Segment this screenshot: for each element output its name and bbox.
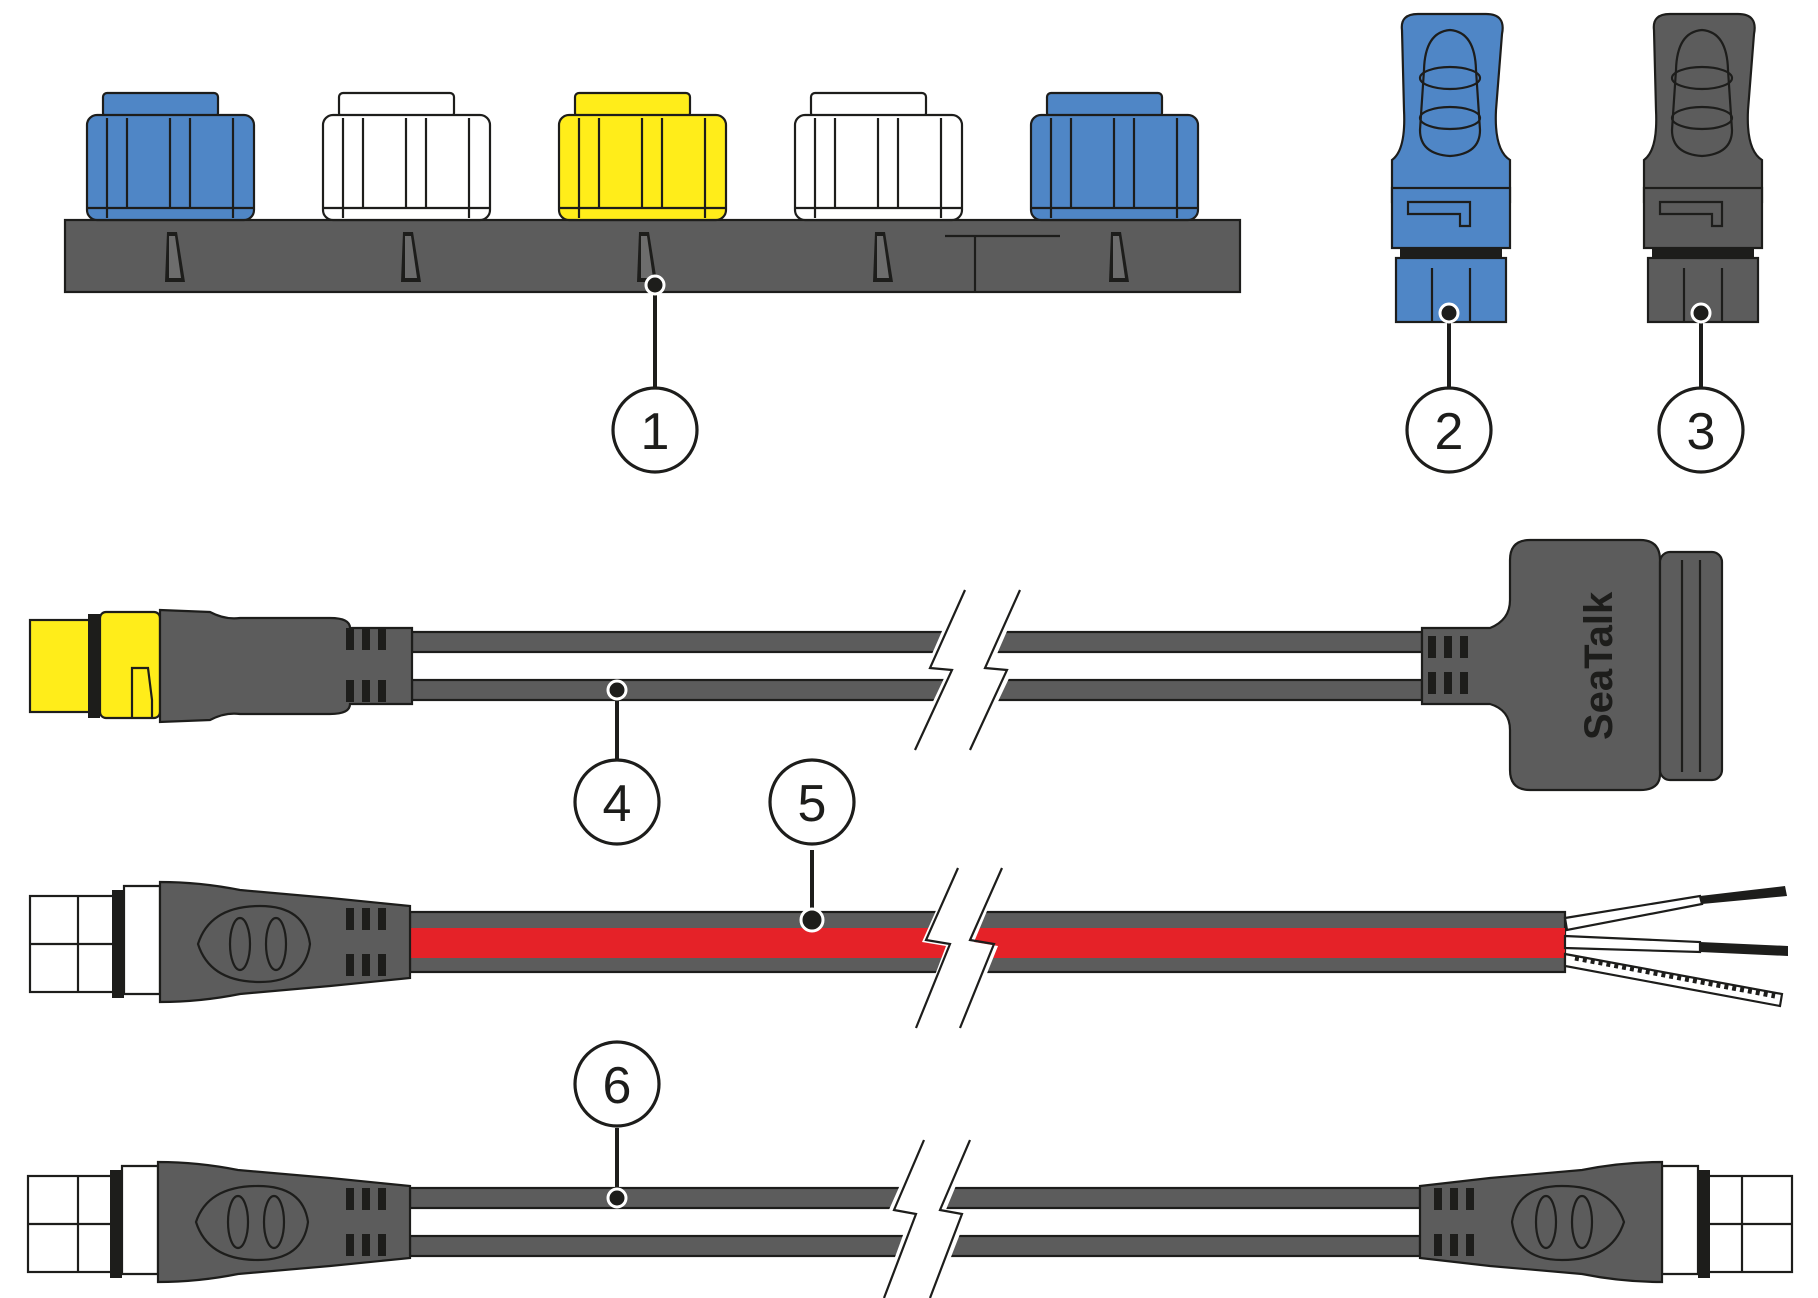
- connector-block: 1: [63, 91, 1242, 474]
- terminator-dark: 3: [1642, 12, 1764, 474]
- callout-4: 4: [573, 758, 661, 846]
- callout-5: 5: [768, 758, 856, 846]
- callout-6-label: 6: [603, 1057, 632, 1115]
- callout-6: 6: [573, 1040, 661, 1128]
- backbone-cable: 6: [26, 1040, 1794, 1298]
- callout-4-label: 4: [603, 775, 632, 833]
- callout-3-label: 3: [1687, 403, 1716, 461]
- seatalk-brand-label: SeaTalk: [1577, 591, 1621, 740]
- callout-3: 3: [1657, 386, 1745, 474]
- callout-2-label: 2: [1435, 403, 1464, 461]
- callout-1: 1: [611, 386, 699, 474]
- block-port-5: [1029, 91, 1200, 282]
- block-port-1: [85, 91, 256, 282]
- block-port-4: [793, 91, 964, 282]
- callout-2: 2: [1405, 386, 1493, 474]
- adaptor-cable: SeaTalk 4: [28, 538, 1724, 846]
- block-port-2: [321, 91, 492, 282]
- callout-5-label: 5: [798, 775, 827, 833]
- block-port-3: [557, 91, 728, 282]
- callout-1-label: 1: [641, 403, 670, 461]
- power-cable: 5: [28, 758, 1788, 1029]
- callout-1-dot: [644, 274, 666, 296]
- terminator-blue: 2: [1390, 12, 1512, 474]
